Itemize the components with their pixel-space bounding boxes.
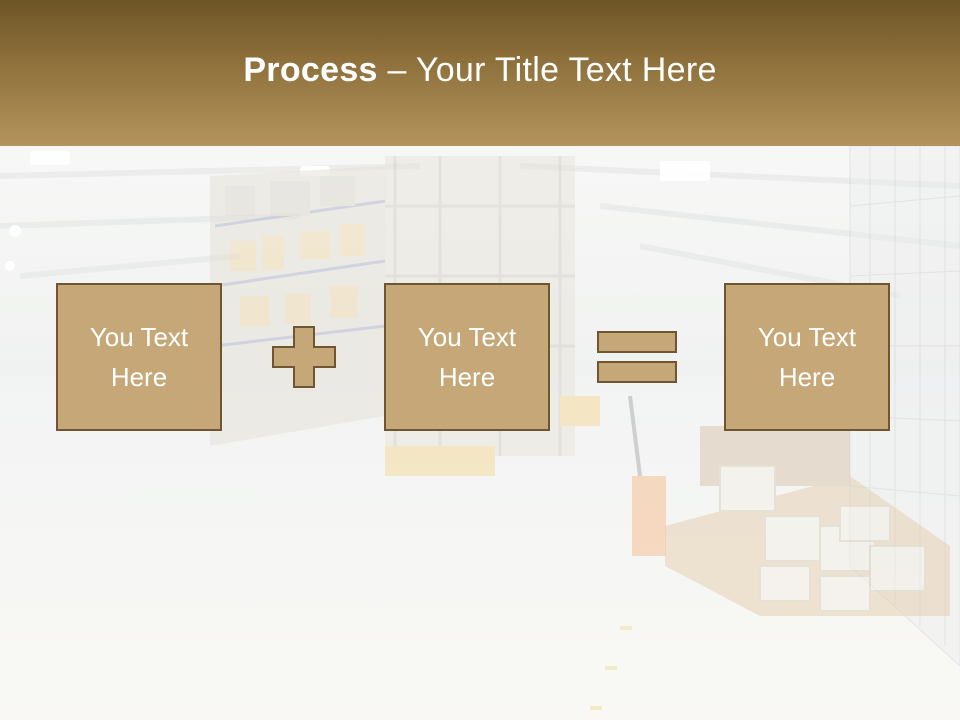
slide-title[interactable]: Process – Your Title Text Here	[243, 51, 716, 90]
title-bold-part: Process	[243, 51, 378, 89]
warehouse-background-image	[0, 146, 960, 720]
title-regular-part: – Your Title Text Here	[377, 51, 717, 89]
title-bar: Process – Your Title Text Here	[0, 0, 960, 146]
equals-icon	[597, 331, 677, 383]
plus-icon	[272, 326, 336, 388]
